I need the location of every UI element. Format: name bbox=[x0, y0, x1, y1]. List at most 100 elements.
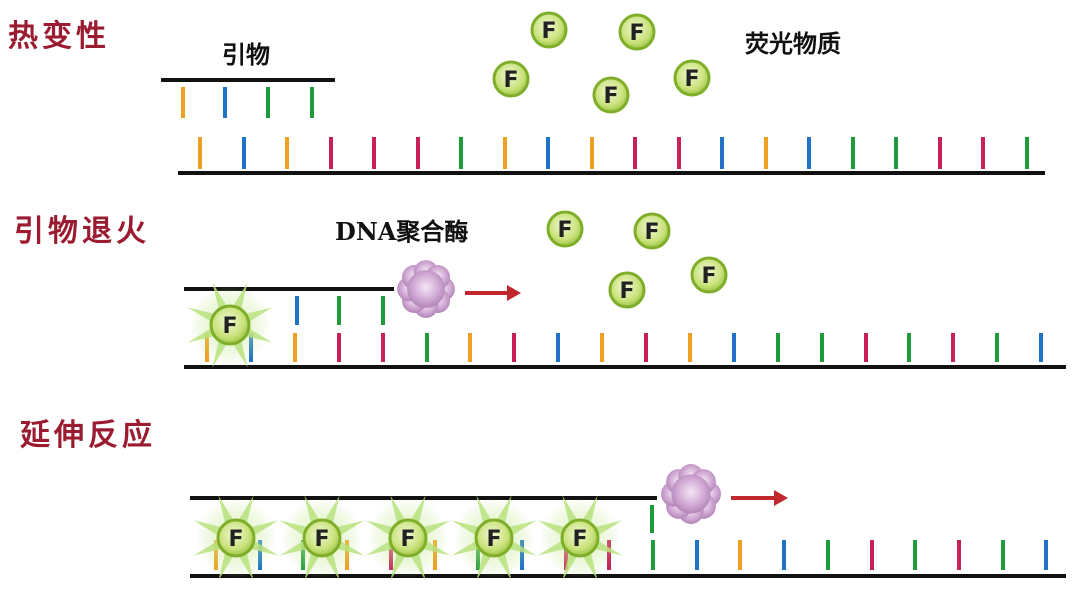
glow-ray bbox=[333, 538, 365, 556]
glow-ray bbox=[562, 495, 580, 527]
fluor-letter: F bbox=[644, 220, 659, 245]
fluor-circle bbox=[592, 76, 630, 114]
fluor-letter: F bbox=[314, 527, 329, 552]
fluor-circle bbox=[673, 59, 711, 97]
fluor-letter: F bbox=[557, 218, 572, 243]
dna-strands bbox=[161, 78, 1066, 578]
glow-ray bbox=[591, 538, 623, 556]
fluor-circle bbox=[302, 518, 342, 558]
glow-ray bbox=[505, 520, 537, 538]
fluor-letter: F bbox=[629, 21, 644, 46]
fluor-circle bbox=[618, 13, 656, 51]
primer-label: 引物 bbox=[222, 40, 270, 69]
glow-ray bbox=[562, 549, 580, 581]
arrow-head bbox=[507, 285, 521, 301]
fluor-circle bbox=[560, 518, 600, 558]
glow-ray bbox=[193, 538, 225, 556]
fluorophore-icon: F bbox=[690, 256, 728, 294]
glow-ray bbox=[218, 549, 236, 581]
fluor-letter: F bbox=[541, 19, 556, 44]
fluorophore-icon: F bbox=[592, 76, 630, 114]
fluorophore-icon: F bbox=[608, 271, 646, 309]
arrow-right-icon bbox=[465, 285, 521, 301]
glow-ray bbox=[247, 538, 279, 556]
fluorophore-icon: F bbox=[530, 11, 568, 49]
glow-ray bbox=[476, 495, 494, 527]
glow-ray bbox=[322, 495, 340, 527]
glow-ray bbox=[505, 538, 537, 556]
glow-ray bbox=[279, 520, 311, 538]
fluor-circle bbox=[546, 210, 584, 248]
glow-ray bbox=[390, 549, 408, 581]
fluorophore-icon: F bbox=[673, 59, 711, 97]
fluor-circle bbox=[608, 271, 646, 309]
fluorophore-icon: F bbox=[546, 210, 584, 248]
stage-label-extend: 延伸反应 bbox=[19, 418, 156, 453]
polymerase-core bbox=[671, 474, 711, 514]
fluor-letter: F bbox=[619, 279, 634, 304]
glow-ray bbox=[304, 549, 322, 581]
glow-ray bbox=[279, 538, 311, 556]
fluorophore-icon: F bbox=[560, 518, 600, 558]
polymerase-core bbox=[407, 270, 445, 308]
glow-ray bbox=[218, 495, 236, 527]
glow-ray bbox=[193, 520, 225, 538]
fluorophore-icon: F bbox=[209, 304, 251, 346]
glow-ray bbox=[408, 549, 426, 581]
fluor-letter: F bbox=[400, 527, 415, 552]
fluorophore-icon: F bbox=[492, 60, 530, 98]
stage-label-anneal: 引物退火 bbox=[14, 214, 150, 249]
fluorophore-icon: F bbox=[388, 518, 428, 558]
fluorophore-icon: F bbox=[216, 518, 256, 558]
fluor-letter: F bbox=[222, 314, 237, 339]
glow-ray bbox=[537, 520, 569, 538]
glow-ray bbox=[494, 495, 512, 527]
glow-ray bbox=[333, 520, 365, 538]
fluor-circle bbox=[633, 212, 671, 250]
arrow-right-icon bbox=[731, 490, 788, 506]
glow-ray bbox=[419, 538, 451, 556]
fluor-circle bbox=[690, 256, 728, 294]
glow-ray bbox=[408, 495, 426, 527]
fluor-circle bbox=[209, 304, 251, 346]
fluor-label: 荧光物质 bbox=[745, 29, 841, 58]
arrow-head bbox=[774, 490, 788, 506]
fluor-circle bbox=[474, 518, 514, 558]
fluor-letter: F bbox=[228, 527, 243, 552]
fluor-letter: F bbox=[603, 84, 618, 109]
glow-ray bbox=[236, 495, 254, 527]
fluorophore-icon: F bbox=[474, 518, 514, 558]
fluor-letter: F bbox=[701, 264, 716, 289]
glow-ray bbox=[365, 520, 397, 538]
fluorophore-icon: F bbox=[302, 518, 342, 558]
glow-ray bbox=[390, 495, 408, 527]
fluorophore-icon: F bbox=[618, 13, 656, 51]
glow-ray bbox=[451, 538, 483, 556]
fluor-letter: F bbox=[503, 68, 518, 93]
glow-ray bbox=[580, 495, 598, 527]
fluor-letter: F bbox=[684, 67, 699, 92]
glow-ray bbox=[236, 549, 254, 581]
glow-ray bbox=[304, 495, 322, 527]
polymerase-label: DNA聚合酶 bbox=[335, 217, 468, 246]
glow-ray bbox=[591, 520, 623, 538]
fluor-letter: F bbox=[486, 527, 501, 552]
fluorophore-icon: F bbox=[633, 212, 671, 250]
glow-ray bbox=[580, 549, 598, 581]
stage-label-denature: 热变性 bbox=[8, 19, 110, 54]
fluor-circle bbox=[492, 60, 530, 98]
polymerase-icon bbox=[661, 464, 721, 524]
glow-ray bbox=[365, 538, 397, 556]
glow-ray bbox=[247, 520, 279, 538]
glow-ray bbox=[537, 538, 569, 556]
fluor-letter: F bbox=[572, 527, 587, 552]
glow-ray bbox=[476, 549, 494, 581]
glow-ray bbox=[494, 549, 512, 581]
fluor-circle bbox=[388, 518, 428, 558]
fluor-circle bbox=[216, 518, 256, 558]
fluor-circle bbox=[530, 11, 568, 49]
polymerases bbox=[397, 260, 788, 524]
glow-ray bbox=[322, 549, 340, 581]
